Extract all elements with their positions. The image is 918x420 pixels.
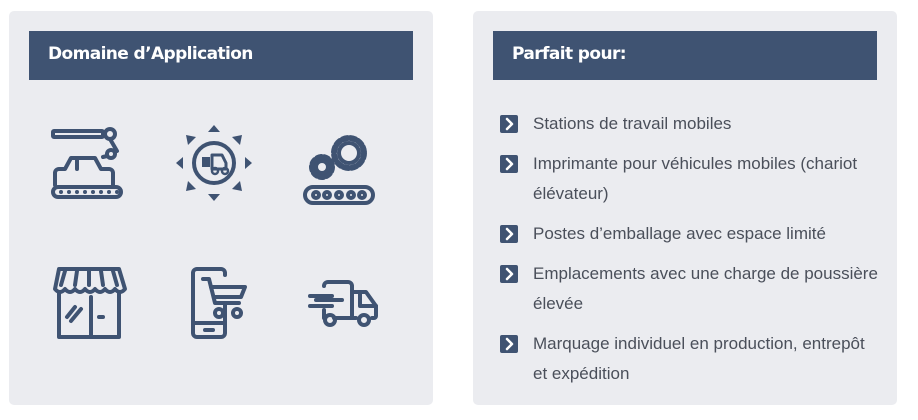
application-domain-title: Domaine d’Application xyxy=(48,44,253,64)
list-item: Marquage individuel en production, entre… xyxy=(500,329,880,389)
application-domain-header: Domaine d’Application xyxy=(29,31,413,80)
chevron-right-icon xyxy=(500,155,518,173)
gears-conveyor-icon xyxy=(299,131,379,211)
perfect-for-header: Parfait pour: xyxy=(493,31,877,80)
chevron-right-icon xyxy=(500,115,518,133)
list-item-label: Stations de travail mobiles xyxy=(533,114,732,133)
list-item-label: Emplacements avec une charge de poussièr… xyxy=(533,264,878,313)
list-item-label: Postes d’emballage avec espace limité xyxy=(533,224,826,243)
fast-delivery-truck-icon xyxy=(304,266,384,346)
perfect-for-title: Parfait pour: xyxy=(512,44,627,64)
list-item: Stations de travail mobiles xyxy=(500,109,880,139)
list-item: Postes d’emballage avec espace limité xyxy=(500,219,880,249)
perfect-for-list: Stations de travail mobiles Imprimante p… xyxy=(500,109,880,399)
list-item: Emplacements avec une charge de poussièr… xyxy=(500,259,880,319)
list-item-label: Marquage individuel en production, entre… xyxy=(533,334,865,383)
application-domain-panel: Domaine d’Application xyxy=(9,11,433,405)
list-item-label: Imprimante pour véhicules mobiles (chari… xyxy=(533,154,858,203)
mobile-shopping-cart-icon xyxy=(179,261,259,341)
list-item: Imprimante pour véhicules mobiles (chari… xyxy=(500,149,880,209)
chevron-right-icon xyxy=(500,225,518,243)
car-assembly-robot-icon xyxy=(47,123,127,203)
storefront-icon xyxy=(49,261,129,341)
forklift-distribution-icon xyxy=(174,123,254,203)
chevron-right-icon xyxy=(500,335,518,353)
chevron-right-icon xyxy=(500,265,518,283)
perfect-for-panel: Parfait pour: Stations de travail mobile… xyxy=(473,11,897,405)
